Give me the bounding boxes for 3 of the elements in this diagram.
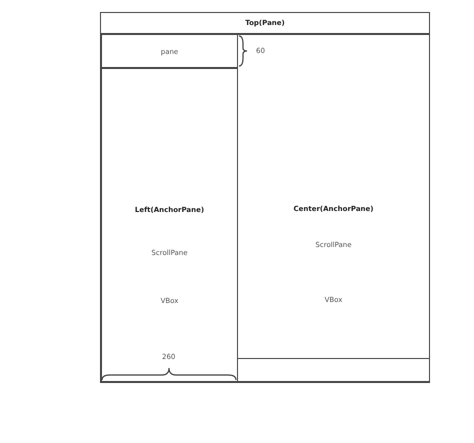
layout-frame xyxy=(100,12,430,383)
pane-box xyxy=(101,34,238,68)
panel-box xyxy=(101,68,238,382)
